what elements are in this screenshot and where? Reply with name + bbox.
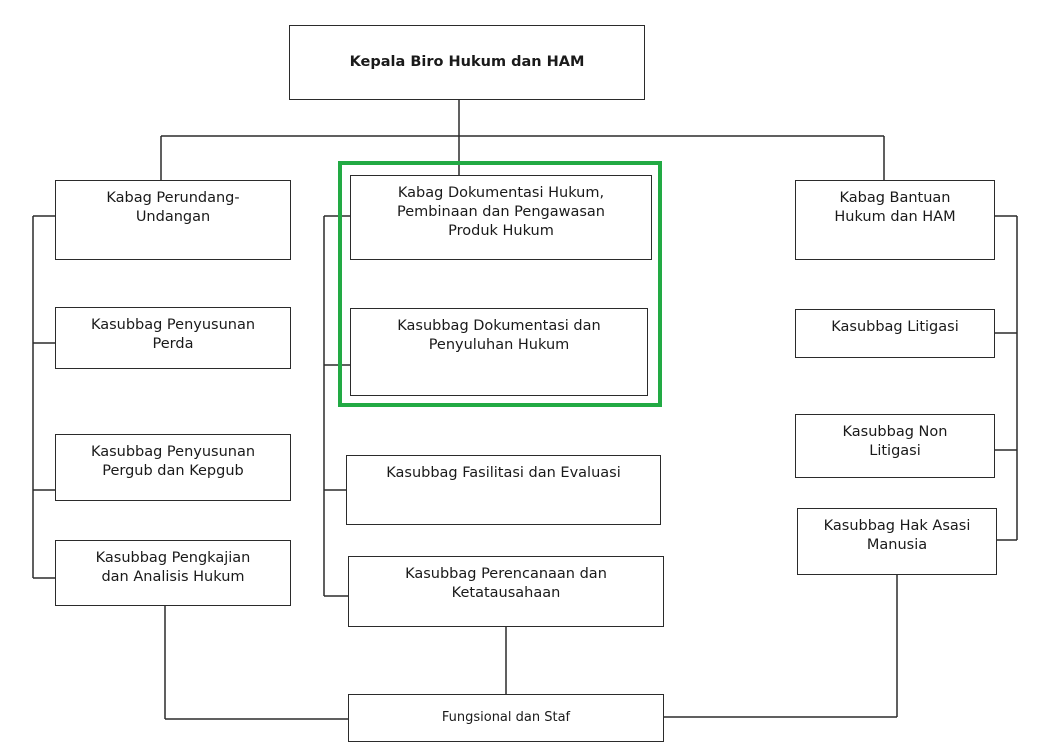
highlight-frame [338, 161, 662, 407]
kasubbag-non-litigasi-box: Kasubbag Non Litigasi [795, 414, 995, 478]
head-box: Kepala Biro Hukum dan HAM [289, 25, 645, 100]
kasubbag-pengkajian-box: Kasubbag Pengkajian dan Analisis Hukum [55, 540, 291, 606]
kasubbag-hak-asasi-manusia-box: Kasubbag Hak Asasi Manusia [797, 508, 997, 575]
fungsional-staf-box: Fungsional dan Staf [348, 694, 664, 742]
kasubbag-dokumentasi-box: Kasubbag Dokumentasi dan Penyuluhan Huku… [350, 308, 648, 396]
kabag-bantuan-hukum-box: Kabag Bantuan Hukum dan HAM [795, 180, 995, 260]
kabag-perundang-undangan-box: Kabag Perundang- Undangan [55, 180, 291, 260]
kasubbag-penyusunan-pergub-box: Kasubbag Penyusunan Pergub dan Kepgub [55, 434, 291, 501]
kasubbag-litigasi-box: Kasubbag Litigasi [795, 309, 995, 358]
kasubbag-fasilitasi-box: Kasubbag Fasilitasi dan Evaluasi [346, 455, 661, 525]
kasubbag-perencanaan-box: Kasubbag Perencanaan dan Ketatausahaan [348, 556, 664, 627]
kasubbag-penyusunan-perda-box: Kasubbag Penyusunan Perda [55, 307, 291, 369]
kabag-dokumentasi-hukum-box: Kabag Dokumentasi Hukum, Pembinaan dan P… [350, 175, 652, 260]
